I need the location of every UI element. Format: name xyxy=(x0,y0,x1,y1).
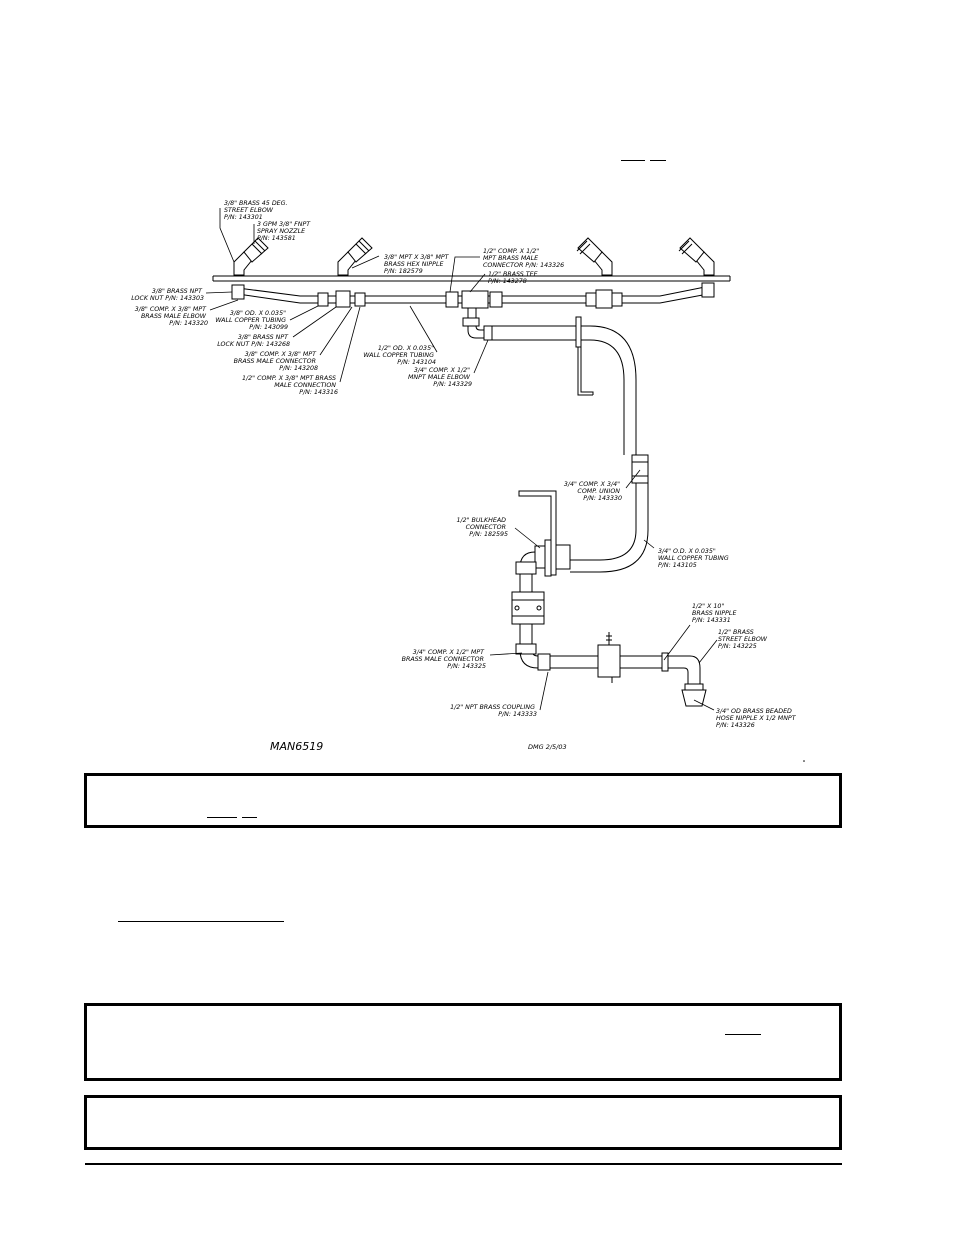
callout-street-elbow-45: 3/8" BRASS 45 DEG. STREET ELBOW P/N: 143… xyxy=(224,200,290,221)
callout-male-connector-34: 3/4" COMP. X 1/2" MPT BRASS MALE CONNECT… xyxy=(402,649,486,670)
footer-rule xyxy=(85,1163,842,1165)
callout-male-connector-12: 1/2" COMP. X 1/2" MPT BRASS MALE CONNECT… xyxy=(483,248,564,269)
stray-dot xyxy=(803,760,805,762)
callout-tubing-38: 3/8" OD. X 0.035" WALL COPPER TUBING P/N… xyxy=(215,310,288,331)
callout-street-elbow-12: 1/2" BRASS STREET ELBOW P/N: 143225 xyxy=(718,629,769,650)
figure-ref-underline xyxy=(621,160,645,161)
figure-ref-underline xyxy=(650,160,666,161)
callout-male-connector-38: 3/8" COMP. X 3/8" MPT BRASS MALE CONNECT… xyxy=(234,351,318,372)
callout-mnpt-elbow: 3/4" COMP. X 1/2" MNPT MALE ELBOW P/N: 1… xyxy=(408,367,472,388)
callout-male-connection: 1/2" COMP. X 3/8" MPT BRASS MALE CONNECT… xyxy=(242,375,338,396)
note-box-underline xyxy=(242,817,257,818)
callout-tubing-34: 3/4" O.D. X 0.035" WALL COPPER TUBING P/… xyxy=(658,548,731,569)
callout-hex-nipple: 3/8" MPT X 3/8" MPT BRASS HEX NIPPLE P/N… xyxy=(384,254,451,275)
drawing-date: DMG 2/5/03 xyxy=(528,743,567,751)
warning-box xyxy=(84,1095,842,1150)
callout-lock-nut: 3/8" BRASS NPT LOCK NUT P/N: 143303 xyxy=(131,288,204,302)
callout-brass-coupling: 1/2" NPT BRASS COUPLING P/N: 143333 xyxy=(450,704,537,718)
caution-box xyxy=(84,1003,842,1081)
callout-comp-union: 3/4" COMP. X 3/4" COMP. UNION P/N: 14333… xyxy=(564,481,622,502)
note-box xyxy=(84,773,842,828)
callout-brass-nipple: 1/2" X 10" BRASS NIPPLE P/N: 143331 xyxy=(692,603,738,624)
spray-nozzle xyxy=(337,237,373,276)
callout-spray-nozzle: 3 GPM 3/8" FNPT SPRAY NOZZLE P/N: 143581 xyxy=(257,221,312,242)
callout-lock-nut-2: 3/8" BRASS NPT LOCK NUT P/N: 143268 xyxy=(217,334,290,348)
feed-line xyxy=(462,308,707,707)
spray-bar xyxy=(212,237,731,309)
plumbing-assembly-diagram: 3/8" BRASS 45 DEG. STREET ELBOW P/N: 143… xyxy=(131,200,805,762)
callout-male-elbow-38: 3/8" COMP. X 3/8" MPT BRASS MALE ELBOW P… xyxy=(135,306,208,327)
callout-hose-nipple: 3/4" OD BRASS BEADED HOSE NIPPLE X 1/2 M… xyxy=(716,708,798,729)
spray-nozzle xyxy=(678,237,715,276)
callout-tubing-12: 1/2" OD. X 0.035" WALL COPPER TUBING P/N… xyxy=(363,345,436,366)
note-box-underline xyxy=(207,817,237,818)
leader-lines xyxy=(205,208,718,711)
callout-bulkhead: 1/2" BULKHEAD CONNECTOR P/N: 182595 xyxy=(457,517,508,538)
caution-box-underline xyxy=(725,1034,761,1035)
spray-nozzle xyxy=(233,237,269,276)
drawing-number: MAN6519 xyxy=(270,740,323,753)
section-heading-underline xyxy=(118,921,284,922)
spray-nozzle xyxy=(576,237,613,276)
callout-brass-tee: 1/2" BRASS TEE P/N: 143278 xyxy=(488,271,540,285)
